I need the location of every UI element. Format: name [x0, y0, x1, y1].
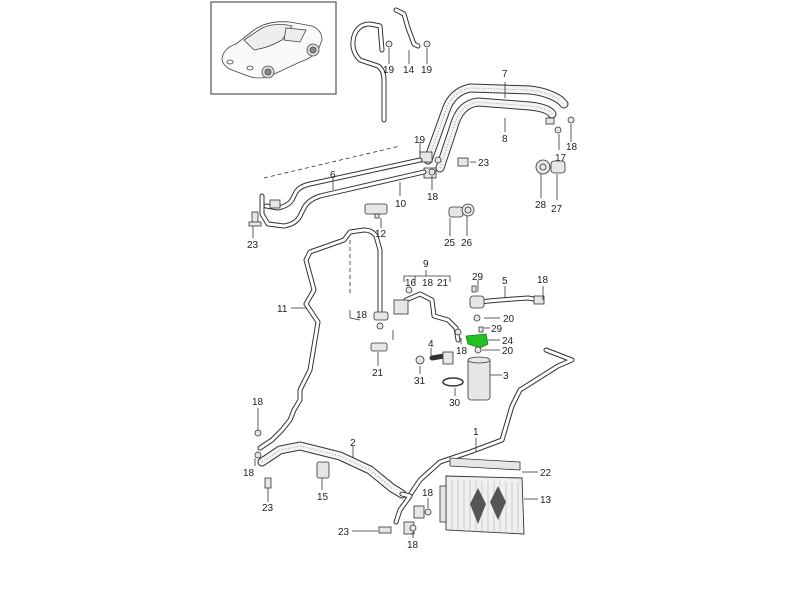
vehicle-thumbnail[interactable] [210, 1, 337, 95]
callout-17[interactable]: 17 [555, 153, 567, 164]
callout-15[interactable]: 15 [317, 492, 329, 503]
part-receiver-drier-3[interactable] [467, 356, 491, 401]
part-line-1[interactable] [405, 347, 575, 501]
callout-18[interactable]: 18 [252, 397, 264, 408]
callout-23[interactable]: 23 [262, 503, 274, 514]
part-20a[interactable] [473, 314, 481, 322]
callout-18[interactable]: 18 [356, 310, 368, 321]
callout-18[interactable]: 18 [566, 142, 578, 153]
callout-20[interactable]: 20 [502, 346, 514, 357]
callout-19[interactable]: 19 [414, 135, 426, 146]
callout-28[interactable]: 28 [535, 200, 547, 211]
callout-2[interactable]: 2 [350, 438, 356, 449]
part-21a[interactable] [370, 342, 388, 352]
callout-7[interactable]: 7 [502, 69, 508, 80]
part-bolt-23c[interactable] [264, 477, 272, 489]
part-28[interactable] [535, 159, 551, 175]
callout-18[interactable]: 18 [407, 540, 419, 551]
callout-14[interactable]: 14 [403, 65, 415, 76]
callout-18[interactable]: 18 [537, 275, 549, 286]
part-condenser-13[interactable] [439, 475, 525, 535]
part-hose-7[interactable] [423, 83, 569, 165]
callout-18[interactable]: 18 [456, 346, 468, 357]
part-18h-seal[interactable] [254, 451, 262, 459]
callout-12[interactable]: 12 [375, 229, 387, 240]
part-clamp-30[interactable] [442, 377, 464, 387]
callout-3[interactable]: 3 [503, 371, 509, 382]
callout-21[interactable]: 21 [437, 278, 449, 289]
callout-labels: 19 14 19 7 8 18 17 19 23 18 28 27 6 10 1… [243, 65, 578, 551]
callout-23[interactable]: 23 [478, 158, 490, 169]
callout-25[interactable]: 25 [444, 238, 456, 249]
part-bolt-23[interactable] [248, 211, 262, 227]
callout-18[interactable]: 18 [422, 488, 434, 499]
callout-5[interactable]: 5 [502, 276, 508, 287]
part-27[interactable] [550, 160, 566, 174]
leader-lines [252, 48, 572, 538]
part-hose-2[interactable] [257, 441, 413, 525]
part-line-9[interactable] [393, 286, 462, 343]
part-bracket-4[interactable] [429, 351, 454, 365]
callout-27[interactable]: 27 [551, 204, 563, 215]
callout-10[interactable]: 10 [395, 199, 407, 210]
callout-23[interactable]: 23 [338, 527, 350, 538]
part-25[interactable] [448, 206, 464, 218]
car-icon [221, 21, 323, 79]
callout-20[interactable]: 20 [503, 314, 515, 325]
callout-18[interactable]: 18 [427, 192, 439, 203]
callout-18[interactable]: 18 [243, 468, 255, 479]
callout-23[interactable]: 23 [247, 240, 259, 251]
part-clip-15[interactable] [316, 461, 330, 479]
part-24-highlighted[interactable] [465, 333, 489, 349]
callout-22[interactable]: 22 [540, 468, 552, 479]
part-nut-31[interactable] [415, 355, 425, 365]
part-pipe-14-group[interactable] [350, 7, 431, 123]
callout-29[interactable]: 29 [472, 272, 484, 283]
callout-11[interactable]: 11 [277, 304, 288, 315]
part-line-10[interactable] [259, 169, 427, 229]
part-strip-22[interactable] [449, 457, 521, 471]
callout-9[interactable]: 9 [423, 259, 429, 270]
part-line-6[interactable] [263, 157, 423, 211]
callout-31[interactable]: 31 [414, 376, 426, 387]
part-line-11[interactable] [257, 227, 389, 451]
callout-13[interactable]: 13 [540, 495, 552, 506]
part-bracket-12[interactable] [364, 203, 388, 219]
part-20b[interactable] [474, 346, 482, 354]
callout-30[interactable]: 30 [449, 398, 461, 409]
part-18g-seal[interactable] [254, 429, 262, 437]
callout-4[interactable]: 4 [428, 339, 434, 350]
callout-19[interactable]: 19 [421, 65, 433, 76]
part-26[interactable] [461, 203, 475, 217]
condenser-fittings[interactable] [378, 505, 432, 535]
callout-24[interactable]: 24 [502, 336, 514, 347]
part-hose-8[interactable] [435, 97, 575, 173]
part-29b[interactable] [478, 326, 484, 333]
callout-19[interactable]: 19 [383, 65, 395, 76]
callout-26[interactable]: 26 [461, 238, 473, 249]
callout-18[interactable]: 18 [422, 278, 434, 289]
part-18-seal[interactable] [376, 322, 384, 330]
part-hose-5[interactable] [469, 295, 545, 309]
callout-6[interactable]: 6 [330, 170, 336, 181]
callout-21[interactable]: 21 [372, 368, 384, 379]
part-29a[interactable] [471, 285, 477, 293]
callout-29[interactable]: 29 [491, 324, 503, 335]
callout-16[interactable]: 16 [405, 278, 417, 289]
callout-1[interactable]: 1 [473, 427, 479, 438]
callout-8[interactable]: 8 [502, 134, 508, 145]
